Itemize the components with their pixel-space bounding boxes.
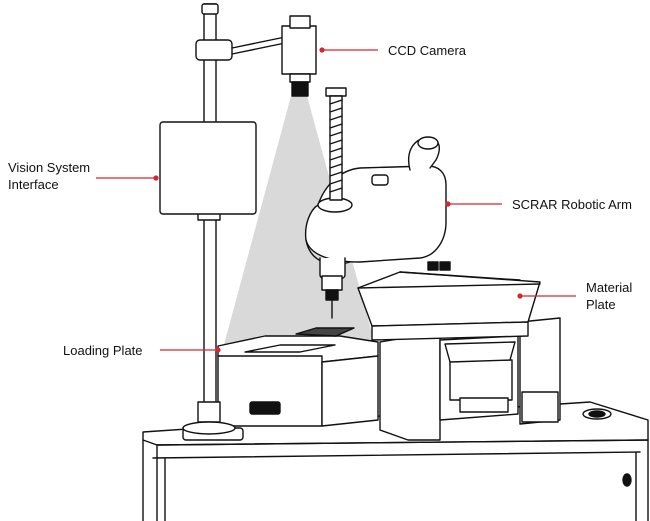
vision-system-label-line1: Vision System — [8, 160, 91, 175]
material-plate — [357, 271, 541, 341]
vision-system-panel — [159, 121, 257, 215]
scrar-arm-label: SCRAR Robotic Arm — [512, 197, 632, 212]
material-plate-label-line2: Plate — [586, 297, 616, 312]
loading-plate-label: Loading Plate — [63, 343, 143, 358]
callout-leaders — [96, 47, 576, 353]
ball-screw-shaft — [325, 87, 347, 201]
ccd-camera-assembly — [195, 15, 317, 97]
material-plate-label: Material Plate — [586, 279, 646, 313]
ccd-camera-label: CCD Camera — [388, 43, 467, 58]
loading-plate-unit — [217, 327, 379, 427]
material-plate-label-line1: Material — [586, 280, 633, 295]
vision-system-label-line2: Interface — [8, 177, 59, 192]
scara-arm-base — [379, 317, 561, 441]
vision-system-label: Vision System Interface — [8, 159, 118, 193]
